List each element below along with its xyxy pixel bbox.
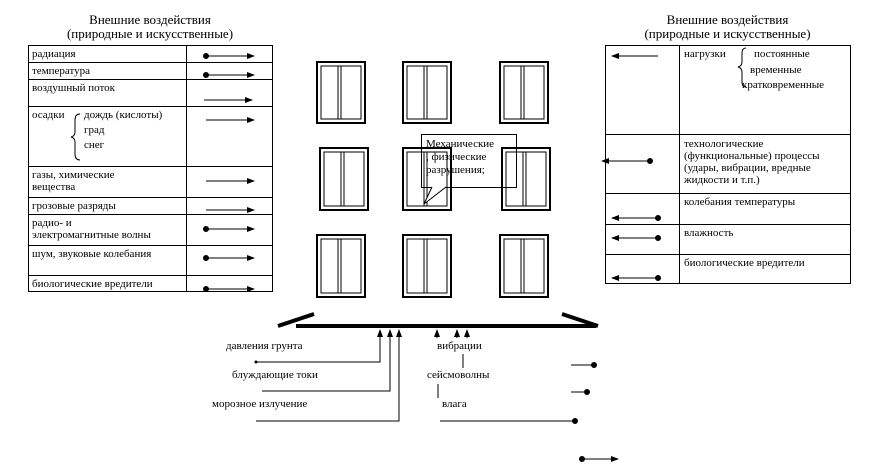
window-icon — [316, 234, 366, 298]
building-windows — [316, 61, 551, 298]
right-loads-temporary: временные — [750, 64, 802, 76]
left-arrow-radiation-icon — [203, 53, 255, 59]
right-processes-line2: (функциональные) процессы — [684, 150, 820, 162]
ground-arrows-left — [256, 329, 402, 422]
callout-tail-icon — [423, 186, 447, 205]
soil-pressure-dot-icon — [254, 360, 258, 364]
callout-line2: , физические — [426, 151, 487, 163]
right-processes-line3: (удары, вибрации, вредные — [684, 162, 811, 174]
left-row-precip-rain: дождь (кислоты) — [84, 109, 163, 121]
right-row-line — [605, 254, 851, 255]
right-table-divider — [679, 45, 680, 284]
left-arrow-radio-icon — [203, 226, 255, 232]
right-row-processes: технологические (функциональные) процесс… — [684, 138, 820, 186]
left-row-line — [28, 245, 273, 246]
right-row-temp-fluct: колебания температуры — [684, 196, 796, 208]
window-icon — [316, 61, 366, 124]
left-row-gases-line2: вещества — [32, 181, 76, 193]
left-arrow-noise-icon — [203, 255, 255, 261]
left-row-line — [28, 197, 273, 198]
window-icon — [501, 147, 551, 211]
window-icon — [499, 61, 549, 124]
window-icon — [499, 234, 549, 298]
left-row-precipitation: осадки — [32, 109, 65, 121]
left-row-line — [28, 62, 273, 63]
stray-arrow-icon — [579, 456, 619, 462]
left-table-divider — [186, 45, 187, 292]
right-arrow-bio-icon — [611, 275, 661, 281]
right-row-line — [605, 193, 851, 194]
left-row-radiation: радиация — [32, 48, 76, 60]
left-row-radio-line1: радио- и — [32, 217, 72, 229]
left-row-gases: газы, химические вещества — [32, 169, 115, 193]
left-arrow-temperature-icon — [203, 72, 255, 78]
left-row-line — [28, 214, 273, 215]
right-processes-line1: технологические — [684, 138, 764, 150]
window-icon — [402, 234, 452, 298]
right-row-humidity: влажность — [684, 227, 734, 239]
right-row-bio-pests: биологические вредители — [684, 257, 805, 269]
foundation-line — [277, 312, 599, 328]
left-row-temperature: температура — [32, 65, 91, 77]
left-title-line2: (природные и искусственные) — [66, 26, 234, 41]
left-table — [28, 45, 273, 292]
ground-arrows-right — [434, 329, 470, 398]
ground-label-seismic: сейсмоволны — [427, 369, 490, 381]
left-row-airflow: воздушный поток — [32, 82, 115, 94]
left-row-line — [28, 79, 273, 80]
right-row-loads: нагрузки — [684, 48, 726, 60]
right-loads-short-term: кратковременные — [742, 79, 825, 91]
ground-label-soil-pressure: давления грунта — [226, 340, 303, 352]
loads-brace-icon — [737, 47, 747, 88]
left-row-line — [28, 275, 273, 276]
left-row-bio-pests: биологические вредители — [32, 278, 153, 290]
ground-label-stray-currents: блуждающие токи — [232, 369, 318, 381]
right-panel-title: Внешние воздействия (природные и искусст… — [605, 13, 850, 41]
right-arrow-processes-icon — [601, 158, 653, 164]
right-title-line1: Внешние воздействия — [666, 12, 789, 27]
left-panel-title: Внешние воздействия (природные и искусст… — [28, 13, 272, 41]
arrow-stray-currents-icon — [262, 329, 393, 392]
arrow-frost-icon — [256, 329, 402, 422]
right-table — [605, 45, 851, 284]
window-icon — [402, 61, 452, 124]
left-row-precip-snow: снег — [84, 139, 105, 151]
left-row-line — [28, 166, 273, 167]
left-row-line — [28, 106, 273, 107]
right-title-line2: (природные и искусственные) — [644, 26, 811, 41]
left-row-lightning: грозовые разряды — [32, 200, 116, 212]
left-arrows — [203, 53, 255, 292]
ground-label-vibrations: вибрации — [437, 340, 482, 352]
right-arrow-tempfluct-icon — [611, 215, 661, 221]
ground-label-moisture: влага — [442, 398, 467, 410]
right-arrows — [601, 53, 661, 281]
left-row-radio-line2: электромагнитные волны — [32, 229, 151, 241]
right-arrow-humidity-icon — [611, 235, 661, 241]
callout-line3: разрушения; — [426, 164, 485, 176]
right-row-line — [605, 224, 851, 225]
ground-label-frost: морозное излучение — [212, 398, 308, 410]
right-loads-permanent: постоянные — [754, 48, 810, 60]
window-icon — [402, 147, 452, 211]
right-row-line — [605, 134, 851, 135]
left-row-radio-waves: радио- и электромагнитные волны — [32, 217, 151, 241]
right-processes-line4: жидкости и т.п.) — [684, 174, 760, 186]
left-row-precip-hail: град — [84, 124, 105, 136]
window-icon — [319, 147, 369, 211]
left-arrow-bio-icon — [203, 286, 255, 292]
ground-connectors-right — [440, 362, 619, 462]
precip-brace-icon — [70, 113, 81, 161]
arrow-soil-pressure-icon — [256, 329, 383, 363]
left-title-line1: Внешние воздействия — [89, 12, 211, 27]
left-row-gases-line1: газы, химические — [32, 169, 115, 181]
left-row-noise: шум, звуковые колебания — [32, 248, 152, 260]
